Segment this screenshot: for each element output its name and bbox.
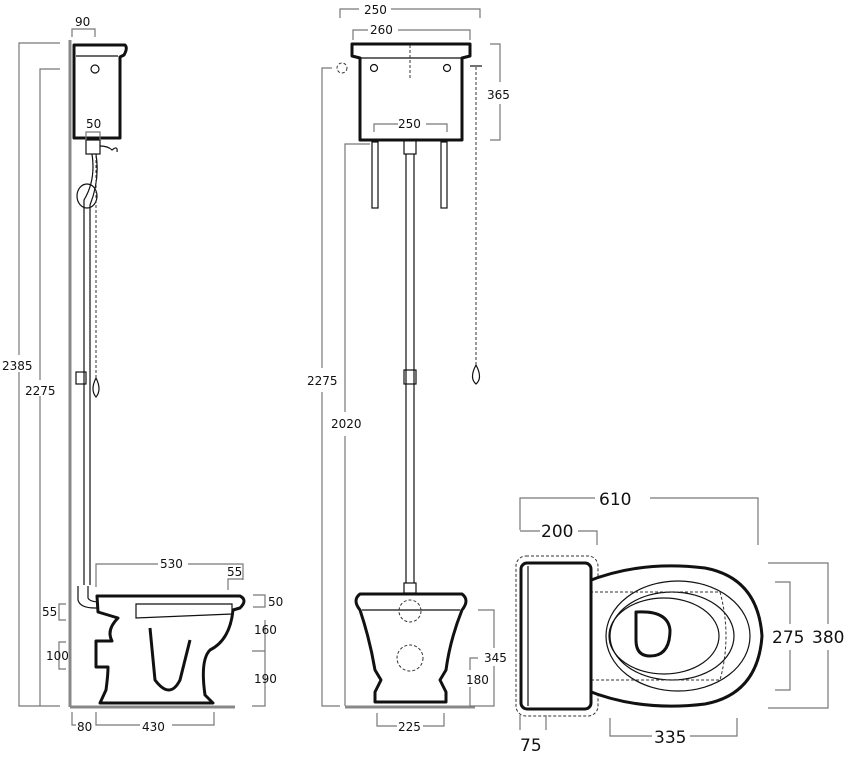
bowl [94, 594, 246, 705]
dim-bracket-spacing: 250 [398, 117, 421, 131]
cistern-top [519, 561, 593, 711]
cistern [72, 43, 128, 140]
dim-base-width: 225 [398, 720, 421, 734]
front-view: 250 260 365 250 2275 2020 345 180 225 [307, 3, 510, 734]
dim-base-length: 335 [654, 728, 686, 748]
dim-tank-bottom-height: 2020 [331, 417, 362, 431]
valve-icon [336, 62, 348, 74]
top-view: 610 200 275 380 75 335 [515, 490, 844, 756]
cistern-hole [90, 64, 100, 74]
dim-total-height: 2385 [2, 359, 33, 373]
dim-tank-depth: 90 [75, 15, 90, 29]
dim-bowl-mid: 160 [254, 623, 277, 637]
dim-tank-width: 260 [370, 23, 393, 37]
dim-bowl-width: 380 [812, 628, 844, 648]
dim-outlet-center: 180 [466, 673, 489, 687]
dim-rim-thickness: 50 [268, 595, 283, 609]
dim-bracket-spacing-top: 250 [364, 3, 387, 17]
dim-outlet-height: 100 [46, 649, 69, 663]
dim-overall-length: 610 [599, 490, 631, 510]
cistern [350, 42, 472, 142]
dim-base-height: 190 [254, 672, 277, 686]
dim-flush-pipe: 50 [86, 117, 101, 131]
dim-seat-back: 200 [541, 522, 573, 542]
dim-wall-gap: 80 [77, 720, 92, 734]
dim-inlet-height: 55 [42, 605, 57, 619]
outlet [634, 610, 672, 658]
side-view: 90 50 2385 2275 530 55 50 160 190 55 100… [2, 15, 283, 734]
dim-tank-top-height: 2275 [307, 374, 338, 388]
dim-bowl-length: 530 [160, 557, 183, 571]
dim-base-length: 430 [142, 720, 165, 734]
dim-wall-gap: 75 [520, 736, 542, 756]
dim-rim-overhang: 55 [227, 565, 242, 579]
bowl [354, 592, 468, 704]
dim-seat-width: 275 [772, 628, 804, 648]
chain-handle [471, 364, 481, 385]
chain-handle [92, 377, 100, 398]
dim-bowl-height: 345 [484, 651, 507, 665]
dim-tank-base-height: 2275 [25, 384, 56, 398]
bowl-outline [584, 564, 764, 708]
dim-tank-height: 365 [487, 88, 510, 102]
